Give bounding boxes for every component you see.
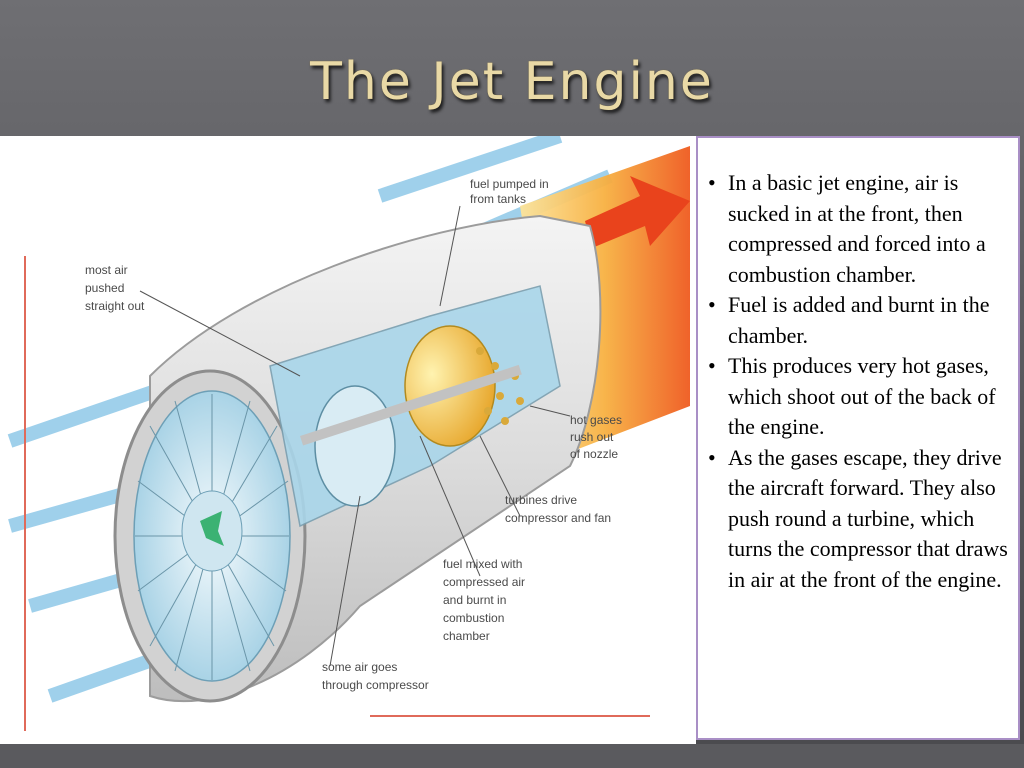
bottom-bar bbox=[0, 744, 1024, 768]
slide-title: The Jet Engine bbox=[310, 52, 714, 112]
label-most-air: most air pushed straight out bbox=[85, 263, 145, 313]
text-panel: •In a basic jet engine, air is sucked in… bbox=[696, 136, 1020, 740]
bullet-item: •This produces very hot gases, which sho… bbox=[708, 353, 996, 439]
bullet-marker: • bbox=[708, 353, 716, 378]
combustion-chamber bbox=[404, 325, 496, 447]
bullet-item: •As the gases escape, they drive the air… bbox=[708, 444, 1008, 592]
bullet-marker: • bbox=[708, 292, 716, 317]
label-hot-gases: hot gases rush out of nozzle bbox=[570, 413, 625, 461]
label-fuel-mixed: fuel mixed with compressed air and burnt… bbox=[443, 557, 528, 643]
airflow-arrow-icon bbox=[200, 511, 224, 546]
leader-lines bbox=[139, 205, 571, 667]
label-turbines: turbines drive compressor and fan bbox=[505, 493, 611, 525]
bullet-marker: • bbox=[708, 170, 716, 195]
bullet-item: •Fuel is added and burnt in the chamber. bbox=[708, 292, 990, 348]
shaft bbox=[300, 364, 522, 446]
label-some-air: some air goes through compressor bbox=[322, 660, 429, 692]
bullet-marker: • bbox=[708, 444, 716, 470]
jet-engine-diagram: fuel pumped in from tanks most air pushe… bbox=[0, 136, 696, 744]
bullet-item: •In a basic jet engine, air is sucked in… bbox=[708, 170, 986, 287]
compressor bbox=[314, 385, 396, 507]
frame-lines bbox=[24, 256, 650, 731]
bullet-list: •In a basic jet engine, air is sucked in… bbox=[698, 138, 1018, 595]
label-fuel-pumped: fuel pumped in from tanks bbox=[470, 177, 552, 206]
exhaust-arrow-icon bbox=[585, 176, 690, 248]
